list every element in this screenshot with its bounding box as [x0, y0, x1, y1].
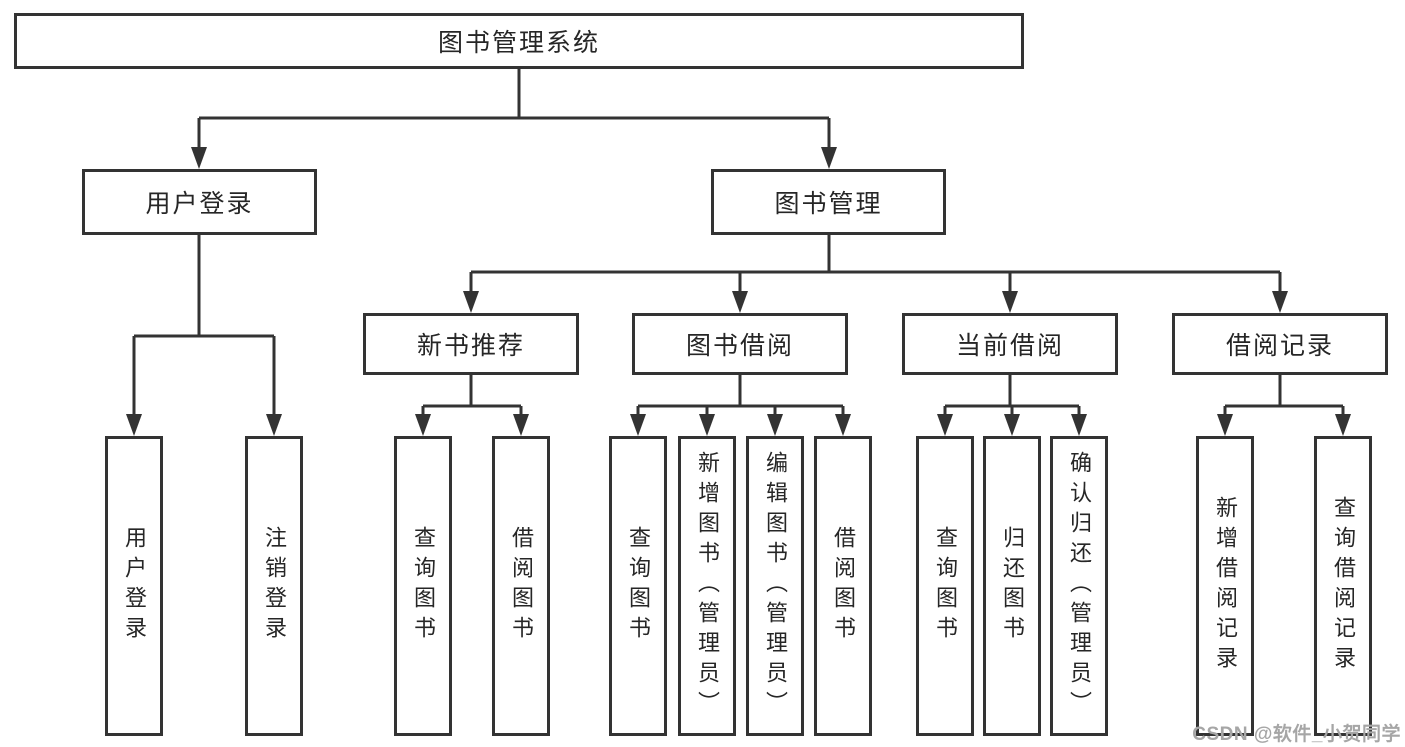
leaf-query-books-borrow-label: 查询图书: [626, 526, 651, 646]
connector-user-login: [126, 235, 282, 436]
leaf-add-borrow-record: 新增借阅记录: [1196, 436, 1254, 736]
leaf-query-books-current: 查询图书: [916, 436, 974, 736]
node-borrow-records: 借阅记录: [1172, 313, 1388, 375]
leaf-add-borrow-record-label: 新增借阅记录: [1213, 496, 1238, 676]
leaf-logout-login: 注销登录: [245, 436, 303, 736]
node-library-management-system: 图书管理系统: [14, 13, 1024, 69]
leaf-return-books-label: 归还图书: [1000, 526, 1025, 646]
node-book-management: 图书管理: [711, 169, 946, 235]
leaf-add-books-admin: 新增图书（管理员）: [678, 436, 736, 736]
connector-book-borrow: [630, 375, 851, 436]
leaf-user-login-label: 用户登录: [122, 526, 147, 646]
leaf-user-login: 用户登录: [105, 436, 163, 736]
leaf-query-borrow-record: 查询借阅记录: [1314, 436, 1372, 736]
connector-book-management: [463, 233, 1288, 313]
leaf-confirm-return-admin-label: 确认归还（管理员）: [1067, 451, 1092, 721]
leaf-query-borrow-record-label: 查询借阅记录: [1331, 496, 1356, 676]
leaf-borrow-books: 借阅图书: [814, 436, 872, 736]
leaf-confirm-return-admin: 确认归还（管理员）: [1050, 436, 1108, 736]
node-user-login: 用户登录: [82, 169, 317, 235]
connector-borrow-records: [1217, 375, 1351, 436]
leaf-query-books-recommend-label: 查询图书: [411, 526, 436, 646]
node-book-borrow: 图书借阅: [632, 313, 848, 375]
leaf-query-books-borrow: 查询图书: [609, 436, 667, 736]
leaf-edit-books-admin-label: 编辑图书（管理员）: [763, 451, 788, 721]
leaf-query-books-current-label: 查询图书: [933, 526, 958, 646]
leaf-add-books-admin-label: 新增图书（管理员）: [695, 451, 720, 721]
csdn-watermark: CSDN @软件_小贺同学: [1192, 724, 1401, 745]
connector-root: [191, 69, 837, 169]
connector-new-book-recommend: [415, 375, 529, 436]
leaf-borrow-books-recommend: 借阅图书: [492, 436, 550, 736]
leaf-return-books: 归还图书: [983, 436, 1041, 736]
leaf-logout-login-label: 注销登录: [262, 526, 287, 646]
connector-current-borrow: [937, 375, 1087, 436]
leaf-edit-books-admin: 编辑图书（管理员）: [746, 436, 804, 736]
leaf-borrow-books-recommend-label: 借阅图书: [509, 526, 534, 646]
leaf-borrow-books-label: 借阅图书: [831, 526, 856, 646]
node-new-book-recommend: 新书推荐: [363, 313, 579, 375]
leaf-query-books-recommend: 查询图书: [394, 436, 452, 736]
node-current-borrow: 当前借阅: [902, 313, 1118, 375]
